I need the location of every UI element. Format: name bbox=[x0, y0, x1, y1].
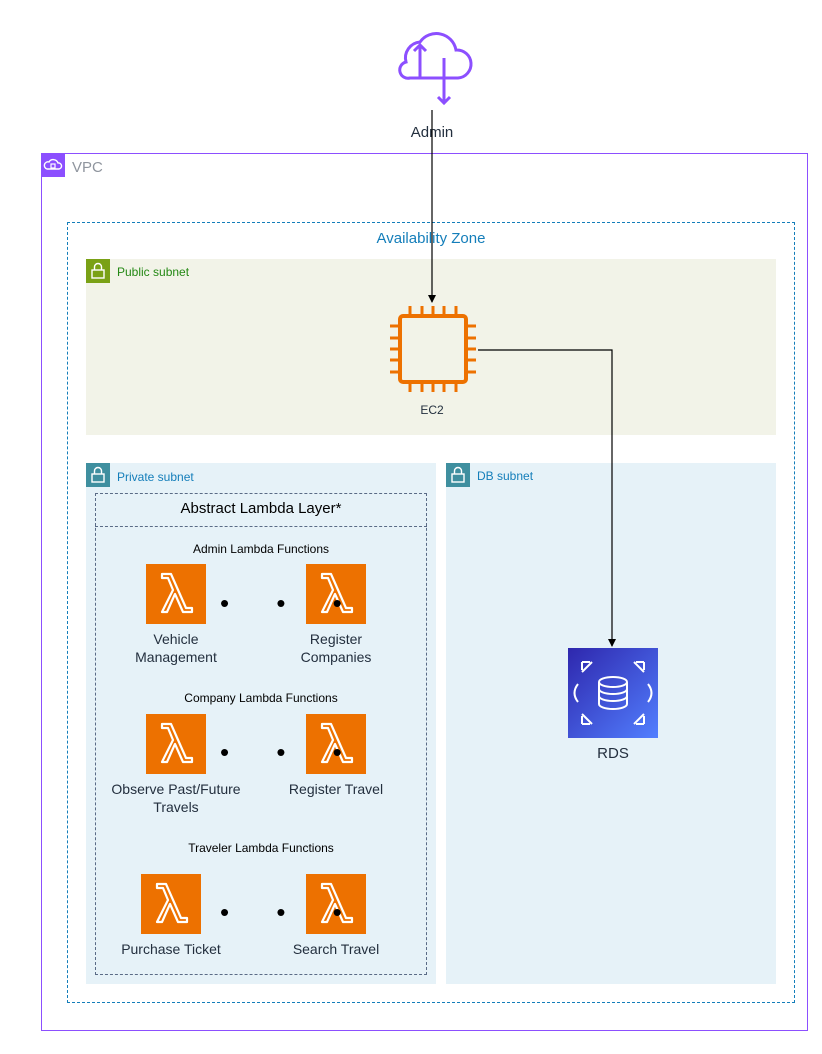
db-subnet-label: DB subnet bbox=[477, 469, 534, 483]
lambda-icon bbox=[141, 874, 201, 934]
ec2-label: EC2 bbox=[420, 403, 444, 417]
ec2-chip-icon bbox=[390, 306, 476, 392]
vpc-label: VPC bbox=[72, 159, 103, 176]
ellipsis-dots: • • • bbox=[220, 588, 362, 618]
private-subnet-lock-icon bbox=[86, 463, 110, 487]
lambda-label-purchase-ticket: Purchase Ticket bbox=[121, 941, 221, 957]
rds-database-icon bbox=[568, 648, 658, 738]
public-subnet-lock-icon bbox=[86, 259, 110, 283]
db-subnet-lock-icon bbox=[446, 463, 470, 487]
lambda-icon bbox=[146, 564, 206, 624]
lambda-icon bbox=[306, 564, 366, 624]
vpc-boundary bbox=[41, 153, 808, 1031]
lambda-layer-title: Abstract Lambda Layer* bbox=[180, 500, 342, 517]
traveler-lambda-group-title: Traveler Lambda Functions bbox=[188, 841, 334, 855]
public-subnet-label: Public subnet bbox=[117, 265, 190, 279]
lambda-label-register-companies: Register Companies bbox=[300, 631, 372, 665]
lambda-label-register-travel: Register Travel bbox=[288, 781, 384, 797]
lambda-label-observe-travels: Observe Past/Future Travels bbox=[111, 781, 241, 815]
public-subnet bbox=[86, 259, 776, 435]
availability-zone-boundary bbox=[67, 222, 795, 1003]
lambda-label-vehicle-management: Vehicle Management bbox=[135, 631, 217, 665]
company-lambda-group-title: Company Lambda Functions bbox=[184, 691, 338, 705]
ellipsis-dots: • • • bbox=[220, 897, 362, 927]
lambda-icon bbox=[146, 714, 206, 774]
lambda-layer-divider bbox=[95, 526, 427, 527]
internet-cloud-icon bbox=[398, 32, 473, 106]
private-subnet-label: Private subnet bbox=[117, 470, 194, 484]
vpc-cloud-icon bbox=[41, 153, 65, 177]
ellipsis-dots: • • • bbox=[220, 737, 362, 767]
lambda-layer-container bbox=[95, 493, 427, 975]
lambda-icon bbox=[306, 874, 366, 934]
lambda-label-search-travel: Search Travel bbox=[292, 941, 380, 957]
rds-label: RDS bbox=[597, 745, 629, 762]
admin-lambda-group-title: Admin Lambda Functions bbox=[192, 542, 330, 556]
lambda-icon bbox=[306, 714, 366, 774]
availability-zone-label: Availability Zone bbox=[376, 230, 486, 247]
ec2-to-rds-arrow bbox=[478, 349, 616, 647]
